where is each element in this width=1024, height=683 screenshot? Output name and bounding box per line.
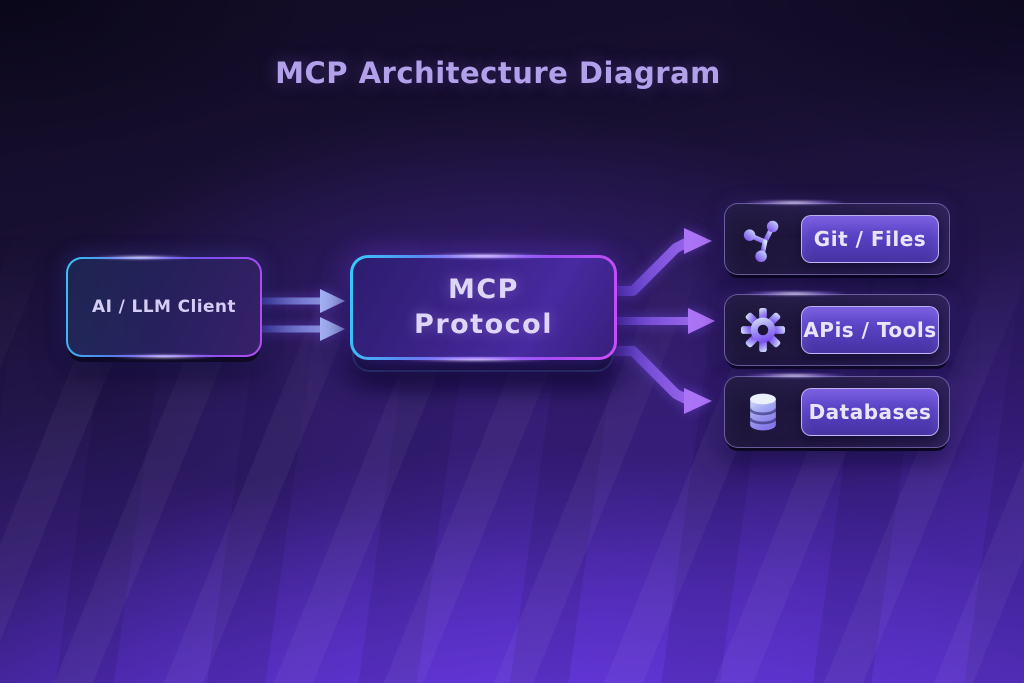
client-node: AI / LLM Client [66,255,262,359]
target-label-databases: Databases [801,388,939,436]
target-node-databases: Databases [724,373,950,448]
arrow-client-to-protocol-top [259,289,345,313]
target-label-text: Git / Files [813,227,927,251]
gear-icon [725,307,801,353]
target-node-apis-tools: APis / Tools [724,291,950,366]
arrow-protocol-to-git [606,228,712,296]
arrow-protocol-to-databases [606,346,712,414]
target-node-git-files: Git / Files [724,200,950,275]
arrow-protocol-to-apis [611,308,715,334]
target-label-text: Databases [808,400,932,424]
page-title: MCP Architecture Diagram [275,56,721,90]
client-node-label: AI / LLM Client [92,297,236,317]
protocol-node-label-line2: Protocol [414,308,553,340]
protocol-node: MCP Protocol [350,253,617,362]
target-label-git-files: Git / Files [801,215,939,263]
arrow-client-to-protocol-bottom [259,317,345,341]
database-icon [725,390,801,434]
target-label-text: APis / Tools [803,318,937,342]
protocol-node-label-line1: MCP [448,273,519,305]
target-label-apis-tools: APis / Tools [801,306,939,354]
git-branch-icon [725,216,801,262]
